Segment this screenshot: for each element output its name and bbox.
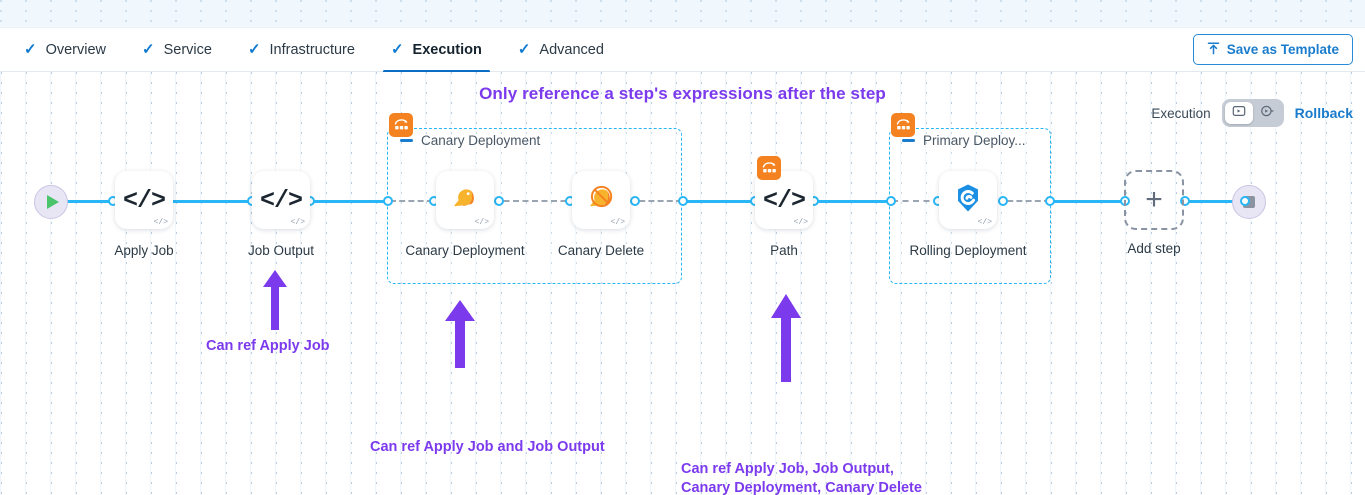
- canary-delete-icon: [584, 181, 618, 220]
- check-icon: ✓: [390, 41, 404, 58]
- tab-label: Advanced: [539, 41, 604, 58]
- execution-play-icon: [1232, 104, 1246, 123]
- rollback-link[interactable]: Rollback: [1294, 105, 1353, 121]
- annotation-arrow-apply-job: [262, 270, 288, 335]
- rolling-swirl-icon: [952, 182, 984, 219]
- connector-dashed: [390, 200, 442, 202]
- code-icon: </>: [762, 185, 806, 215]
- tab-label: Service: [163, 41, 212, 58]
- step-label-path: Path: [770, 243, 798, 258]
- code-mini-icon: </>: [610, 218, 625, 227]
- connector-line: [682, 200, 757, 203]
- step-group-icon: [891, 113, 915, 137]
- connector-dashed: [892, 200, 940, 202]
- code-mini-icon: </>: [474, 218, 489, 227]
- step-node-rolling-deployment[interactable]: </>: [939, 171, 997, 229]
- plus-icon: +: [1145, 183, 1163, 216]
- step-node-apply-job[interactable]: </> </>: [115, 171, 173, 229]
- rollback-mode-button[interactable]: [1253, 102, 1281, 124]
- annotation-arrow-path: [770, 294, 802, 387]
- tab-label: Overview: [45, 41, 107, 58]
- connector-port[interactable]: [383, 196, 393, 206]
- add-step-button[interactable]: +: [1124, 170, 1184, 230]
- tab-label: Execution: [412, 41, 482, 58]
- code-mini-icon: </>: [290, 218, 305, 227]
- code-icon: </>: [259, 185, 303, 215]
- check-icon: ✓: [142, 41, 155, 58]
- connector-line: [1185, 200, 1245, 203]
- step-group-icon: [389, 113, 413, 137]
- annotation-canary-deployment: Can ref Apply Job and Job Output: [370, 439, 605, 455]
- group-label: Primary Deploy...: [923, 133, 1026, 148]
- connector-dashed: [630, 200, 682, 202]
- step-label-apply-job: Apply Job: [114, 243, 174, 258]
- tab-service[interactable]: ✓ Service: [128, 28, 226, 72]
- save-as-template-label: Save as Template: [1226, 42, 1339, 57]
- connector-dashed: [998, 200, 1050, 202]
- collapse-group-icon[interactable]: [902, 139, 915, 142]
- add-step-label: Add step: [1127, 241, 1181, 256]
- connector-port[interactable]: [678, 196, 688, 206]
- connector-port[interactable]: [886, 196, 896, 206]
- execution-mode-button[interactable]: [1224, 102, 1253, 124]
- connector-port[interactable]: [630, 196, 640, 206]
- code-mini-icon: </>: [793, 218, 808, 227]
- connector-line: [310, 200, 390, 203]
- play-icon: [46, 195, 59, 209]
- connector-port[interactable]: [998, 196, 1008, 206]
- save-as-template-button[interactable]: Save as Template: [1192, 34, 1353, 65]
- group-label: Canary Deployment: [421, 133, 541, 148]
- execution-rollback-control: Execution: [1151, 99, 1353, 127]
- step-node-canary-deployment[interactable]: </>: [436, 171, 494, 229]
- tab-overview[interactable]: ✓ Overview: [10, 28, 120, 72]
- check-icon: ✓: [517, 41, 531, 58]
- top-tinted-strip: [0, 0, 1365, 28]
- start-node[interactable]: [34, 185, 68, 219]
- step-node-job-output[interactable]: </> </>: [252, 171, 310, 229]
- execution-label: Execution: [1151, 105, 1211, 121]
- headline-annotation: Only reference a step's expressions afte…: [479, 84, 886, 103]
- connector-port[interactable]: [1045, 196, 1055, 206]
- tab-advanced[interactable]: ✓ Advanced: [504, 28, 618, 72]
- rollback-circle-icon: [1260, 104, 1274, 123]
- step-group-icon: [757, 156, 781, 180]
- connector-line: [1050, 200, 1125, 203]
- step-label-canary-delete: Canary Delete: [557, 243, 645, 258]
- code-mini-icon: </>: [977, 218, 992, 227]
- canary-bird-icon: [448, 181, 482, 220]
- connector-port[interactable]: [1180, 196, 1190, 206]
- pipeline-connector-rail: [0, 185, 1365, 219]
- step-label-rolling-deployment: Rolling Deployment: [909, 243, 1027, 258]
- annotation-path: Can ref Apply Job, Job Output, Canary De…: [681, 461, 922, 495]
- connector-dashed: [494, 200, 576, 202]
- check-icon: ✓: [247, 41, 261, 58]
- annotation-arrow-canary-deployment: [444, 300, 476, 373]
- tab-infrastructure[interactable]: ✓ Infrastructure: [234, 28, 369, 72]
- tab-label: Infrastructure: [269, 41, 355, 58]
- step-label-job-output: Job Output: [247, 243, 315, 258]
- check-icon: ✓: [24, 41, 37, 58]
- connector-port[interactable]: [494, 196, 504, 206]
- step-node-canary-delete[interactable]: </>: [572, 171, 630, 229]
- execution-mode-toggle[interactable]: [1221, 99, 1284, 127]
- connector-port[interactable]: [1240, 196, 1250, 206]
- step-label-canary-deployment: Canary Deployment: [405, 243, 525, 258]
- step-node-path[interactable]: </> </>: [755, 171, 813, 229]
- code-mini-icon: </>: [153, 218, 168, 227]
- annotation-apply-job: Can ref Apply Job: [206, 338, 330, 354]
- collapse-group-icon[interactable]: [400, 139, 413, 142]
- connector-line: [814, 200, 892, 203]
- pipeline-canvas[interactable]: Only reference a step's expressions afte…: [0, 72, 1365, 495]
- upload-icon: [1207, 41, 1220, 58]
- canary-deployment-group-header: Canary Deployment: [400, 133, 540, 148]
- code-icon: </>: [122, 185, 166, 215]
- stage-tab-bar: ✓ Overview ✓ Service ✓ Infrastructure ✓ …: [0, 28, 1365, 73]
- tab-execution[interactable]: ✓ Execution: [377, 28, 496, 73]
- primary-deployment-group-header: Primary Deploy...: [902, 133, 1026, 148]
